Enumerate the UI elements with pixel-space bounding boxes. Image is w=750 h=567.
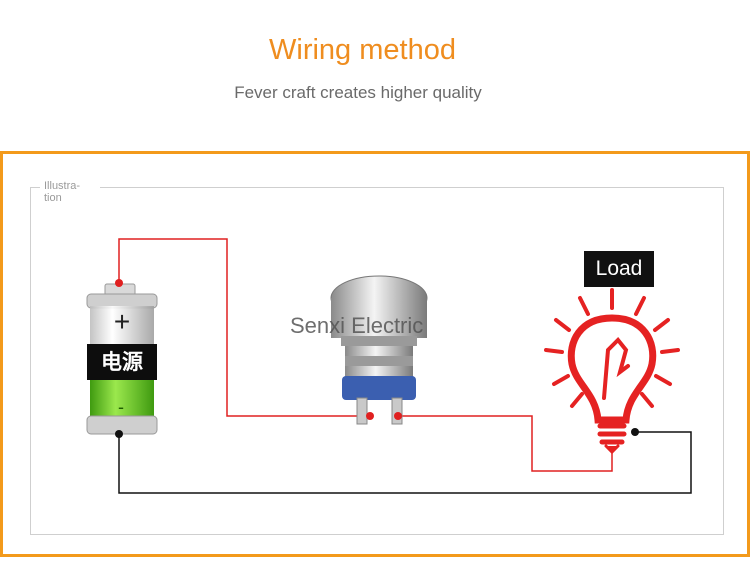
load-terminal — [631, 428, 639, 436]
watermark-text: Senxi Electric — [290, 313, 424, 338]
illustration-box — [30, 187, 724, 535]
page-subtitle: Fever craft creates higher quality — [234, 83, 482, 102]
push-button-switch-icon — [330, 275, 428, 425]
battery-minus-sign: - — [118, 397, 124, 417]
battery-negative-terminal — [115, 430, 123, 438]
power-label: 电源 — [87, 344, 157, 380]
diagram-frame — [0, 151, 750, 557]
page-title: Wiring method — [269, 34, 456, 66]
light-bulb-icon — [544, 288, 680, 455]
red-wire — [118, 238, 613, 472]
illustration-label: Illustra- tion — [40, 180, 100, 204]
battery-plus-sign: + — [114, 306, 130, 337]
battery-positive-terminal — [115, 279, 123, 287]
switch-terminal-left — [366, 412, 374, 420]
switch-terminal-right — [394, 412, 402, 420]
black-wire — [118, 431, 692, 494]
load-label: Load — [584, 251, 654, 287]
